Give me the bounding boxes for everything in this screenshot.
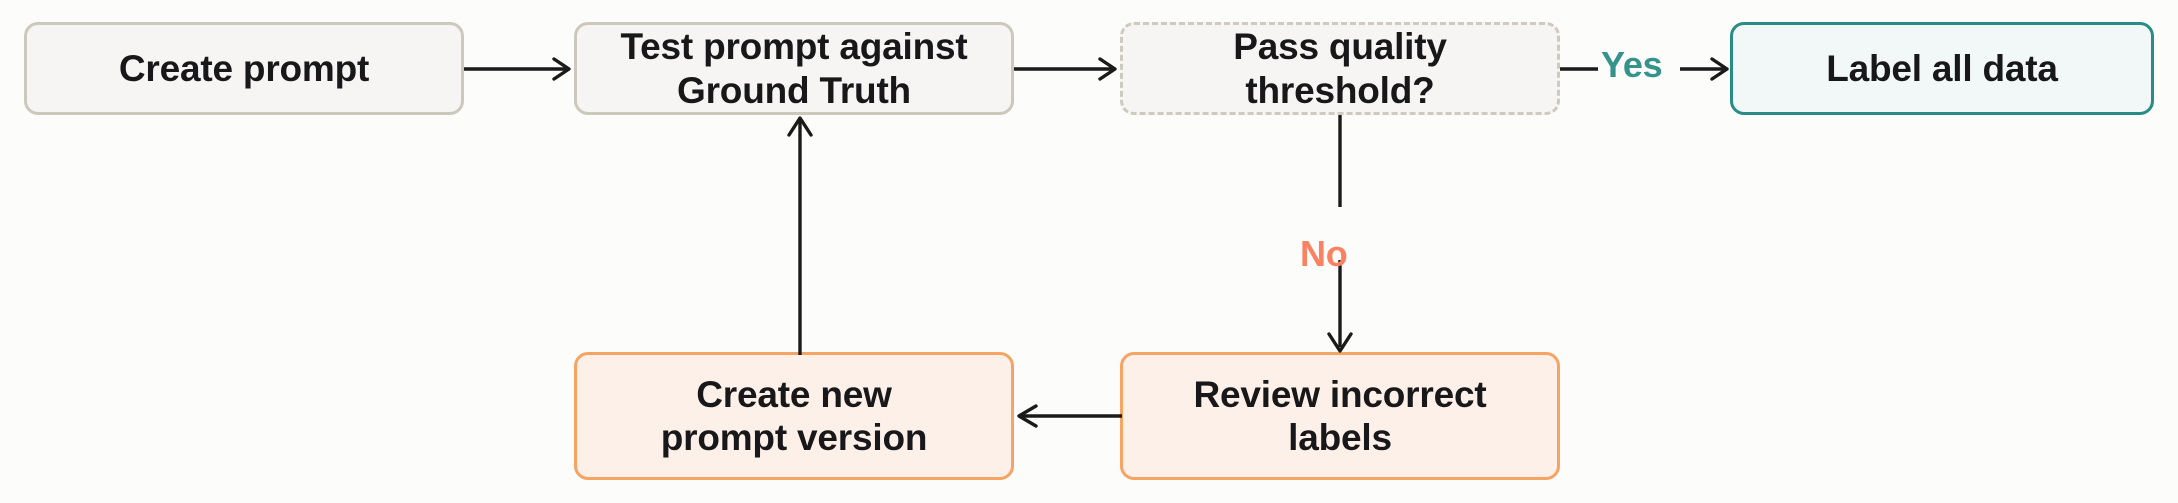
- node-test-prompt[interactable]: Test prompt against Ground Truth: [574, 22, 1014, 115]
- node-label: Test prompt against Ground Truth: [620, 26, 968, 111]
- arrow-pass-quality-to-label-all-data: [1560, 57, 1729, 81]
- node-label: Create prompt: [118, 47, 370, 89]
- node-create-prompt[interactable]: Create prompt: [24, 22, 464, 115]
- arrow-pass-quality-to-review-labels: [1327, 115, 1353, 353]
- node-review-incorrect-labels[interactable]: Review incorrect labels: [1120, 352, 1560, 480]
- edge-label-yes: Yes: [1601, 44, 1663, 85]
- arrow-test-prompt-to-pass-quality: [1014, 57, 1117, 81]
- arrow-review-labels-to-create-new-version: [1017, 404, 1122, 428]
- node-label-all-data[interactable]: Label all data: [1730, 22, 2154, 115]
- edge-label-no: No: [1300, 233, 1348, 274]
- node-create-new-prompt-version[interactable]: Create new prompt version: [574, 352, 1014, 480]
- arrow-create-prompt-to-test-prompt: [464, 57, 571, 81]
- node-label: Create new prompt version: [660, 373, 928, 458]
- node-label: Review incorrect labels: [1193, 373, 1487, 458]
- node-label: Label all data: [1826, 47, 2058, 89]
- node-pass-quality-threshold[interactable]: Pass quality threshold?: [1120, 22, 1560, 115]
- node-label: Pass quality threshold?: [1233, 26, 1447, 111]
- arrow-create-new-version-to-test-prompt: [787, 116, 813, 355]
